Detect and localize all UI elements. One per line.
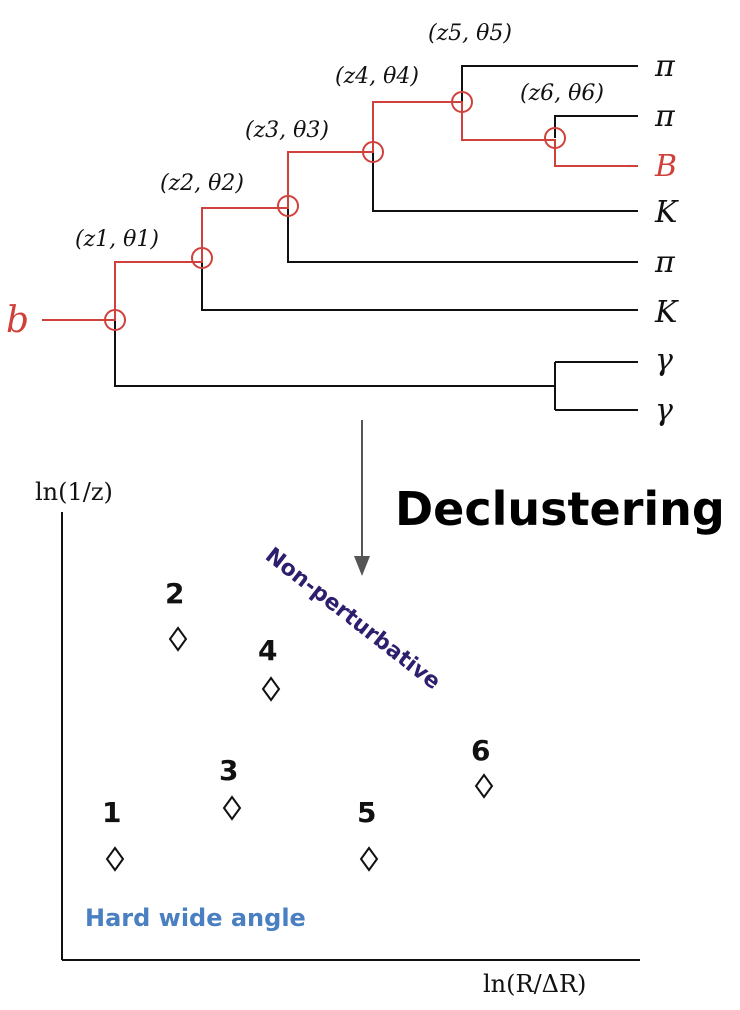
branch-k-1 [372,152,638,212]
point-label-1: 1 [102,796,121,829]
final-particle-2: π [654,99,676,134]
final-particle-4: K [654,195,679,230]
final-particle-3: B [654,149,677,184]
node-label-5: (z5, θ5) [428,21,512,46]
final-particle-5: π [654,245,676,280]
vertex-circles [104,91,566,331]
point-label-2: 2 [165,577,184,610]
emission-points: 1 2 3 4 5 6 [102,577,494,872]
final-particle-6: K [654,295,679,330]
vertex-2 [191,247,213,269]
vertex-4 [362,141,384,163]
vertex-1 [104,309,126,331]
branch-photons [554,361,638,411]
declustering-arrow [354,420,370,576]
branch-k-2 [201,258,638,311]
vertex-6 [544,127,566,149]
vertex-5 [451,91,473,113]
final-particle-7: γ [655,343,673,378]
emission-point-1: 1 [102,796,125,872]
b-quark-path [42,101,638,321]
node-label-1: (z1, θ1) [75,227,159,252]
emission-point-3: 3 [219,754,242,821]
hard-wide-angle-region-label: Hard wide angle [85,904,306,932]
branch-pi-1 [461,65,638,102]
initial-particle-label: b [6,300,29,341]
nonperturbative-region-label: Non-perturbative [260,543,445,695]
node-label-2: (z2, θ2) [160,171,244,196]
emission-point-6: 6 [471,734,494,799]
node-label-4: (z4, θ4) [335,64,419,89]
branch-pi-3 [287,206,638,263]
declustering-label: Declustering [395,482,725,536]
point-label-6: 6 [471,734,490,767]
emission-branches [114,65,638,411]
vertex-3 [277,195,299,217]
branch-pi-2 [554,115,638,138]
x-axis-label: ln(R/ΔR) [483,970,586,998]
emission-point-4: 4 [258,634,281,702]
point-label-5: 5 [357,796,376,829]
final-particle-8: γ [655,393,673,428]
branch-photon-pair [114,320,555,387]
point-label-4: 4 [258,634,277,667]
node-label-6: (z6, θ6) [520,81,604,106]
final-particle-1: π [654,49,676,84]
y-axis-label: ln(1/z) [35,478,113,506]
plane-axes [61,512,640,961]
emission-point-2: 2 [165,577,188,652]
node-label-3: (z3, θ3) [245,118,329,143]
emission-point-5: 5 [357,796,379,872]
point-label-3: 3 [219,754,238,787]
